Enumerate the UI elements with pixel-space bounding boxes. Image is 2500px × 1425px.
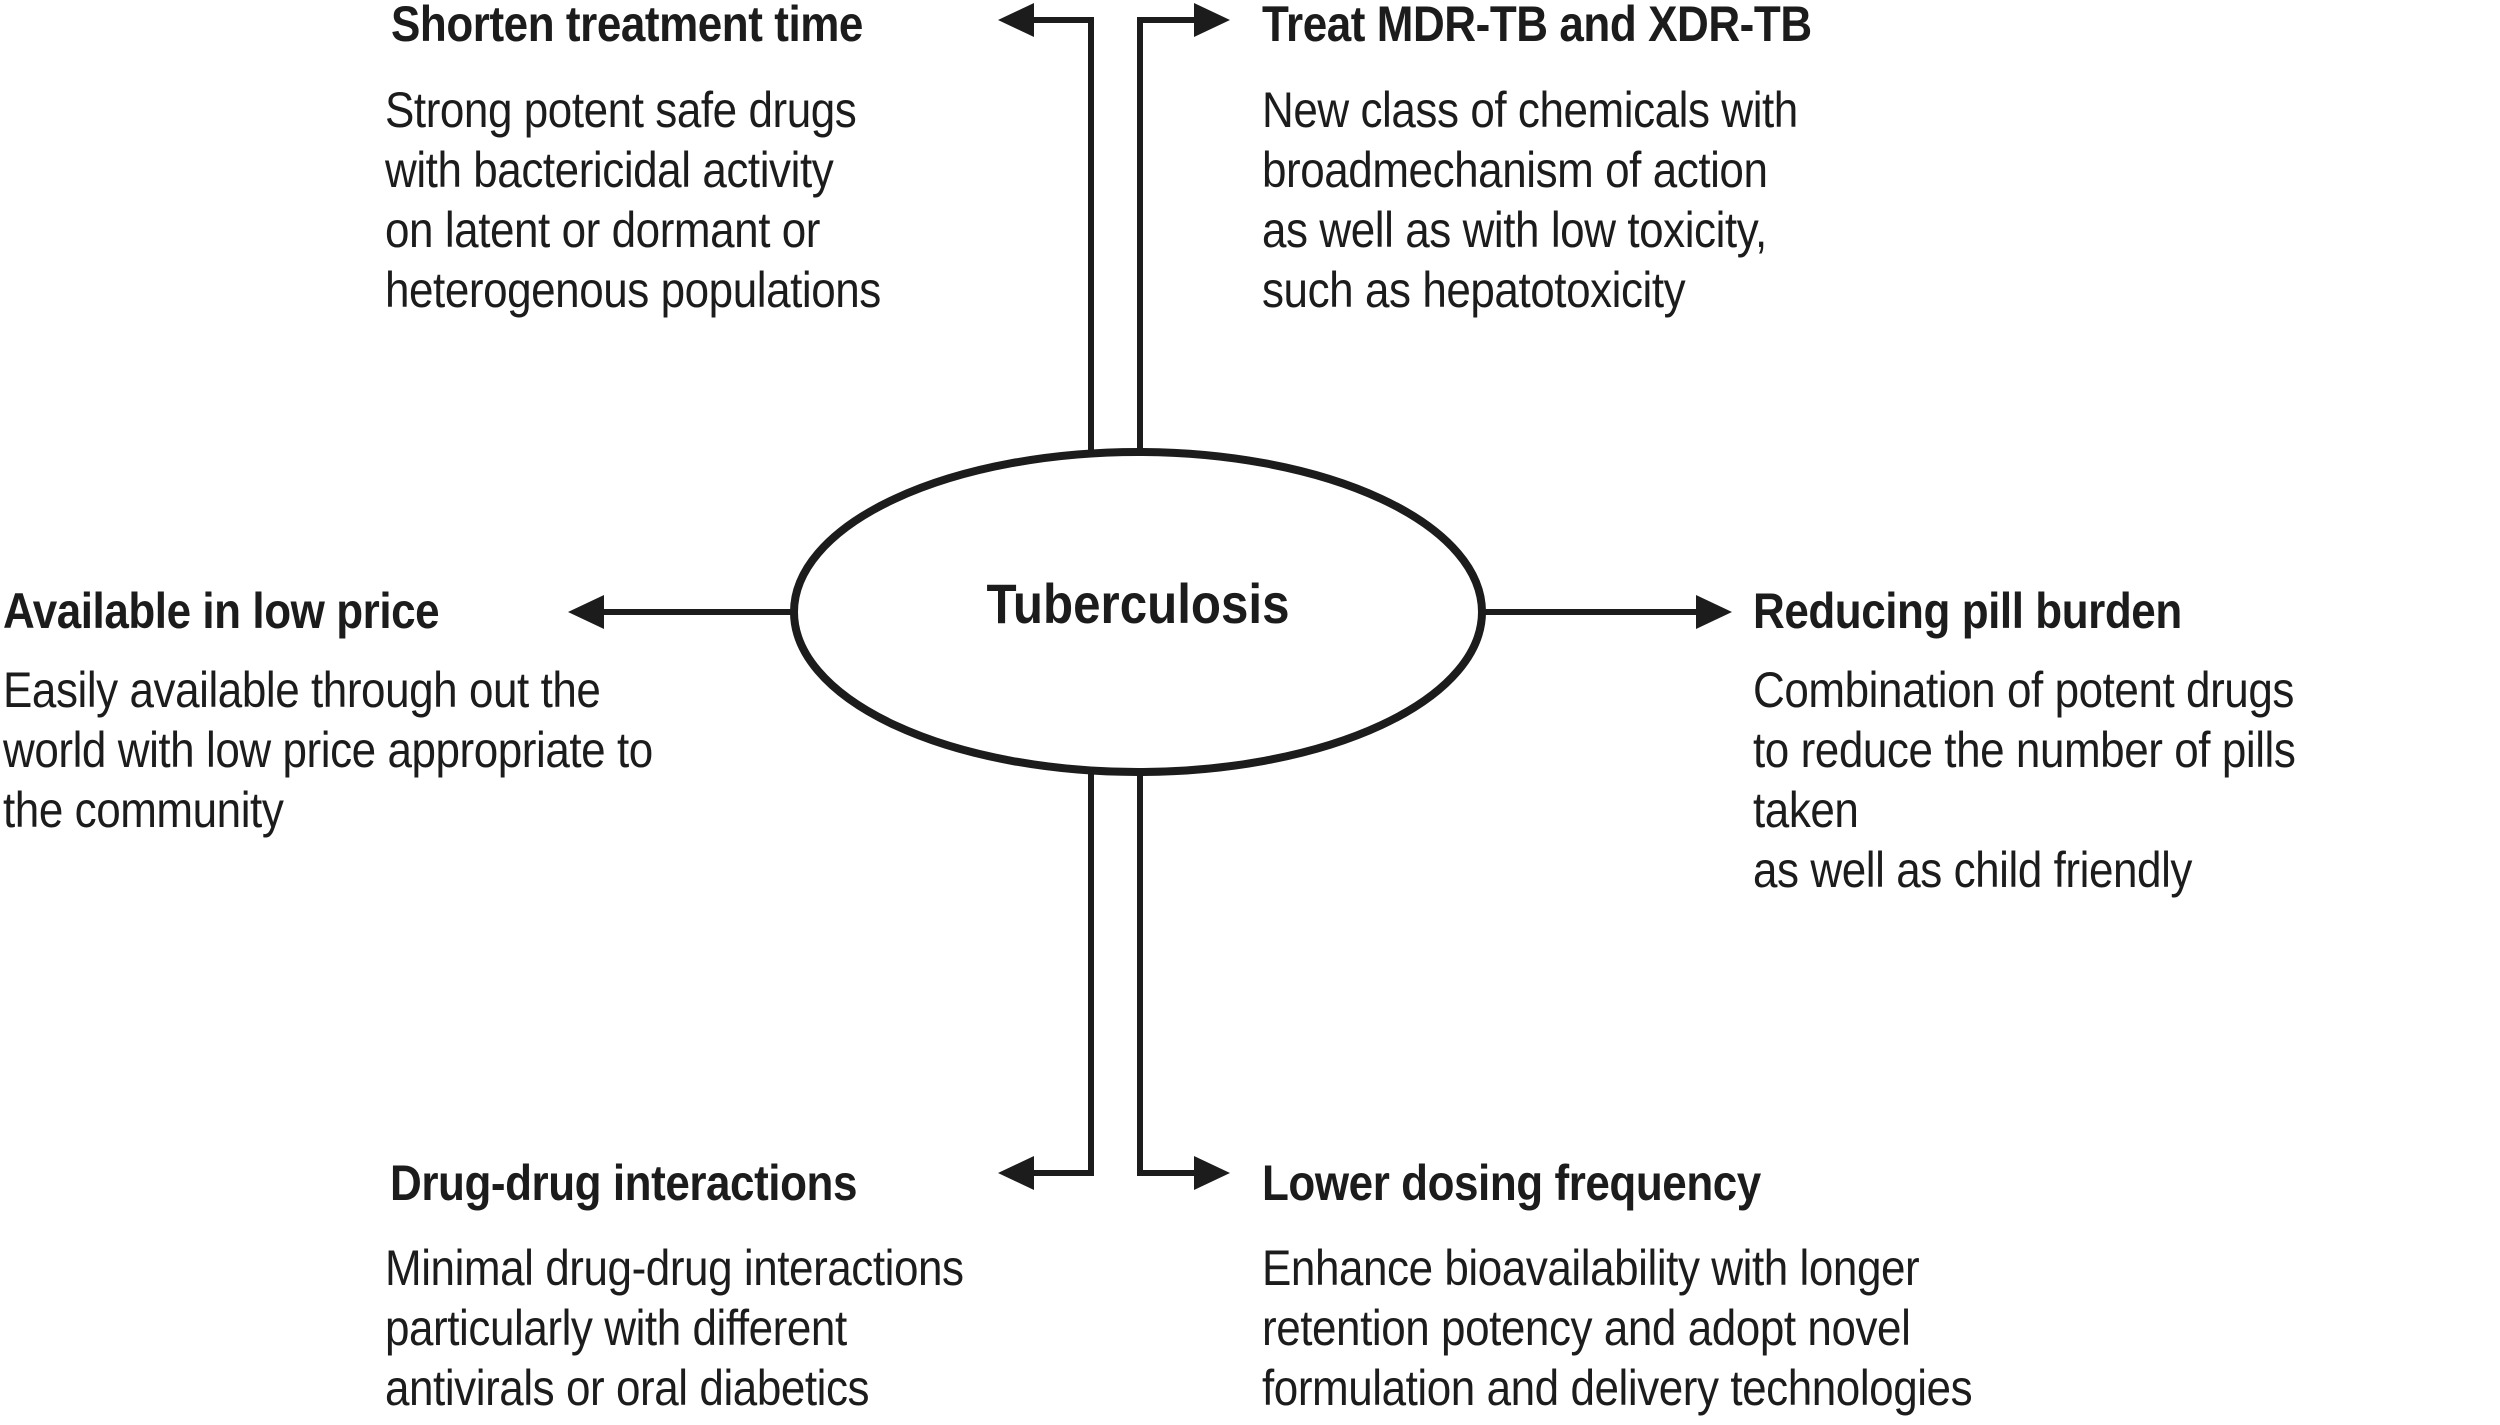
node-title-reducing-pill-burden: Reducing pill burden: [1753, 583, 2182, 639]
node-title-drug-drug-interactions: Drug-drug interactions: [390, 1155, 858, 1211]
node-description-shorten-treatment-time: Strong potent safe drugs with bactericid…: [385, 82, 881, 318]
connector-bottom-left: [1034, 770, 1094, 1176]
center-node-label: Tuberculosis: [986, 572, 1290, 635]
arrowhead-middle-left-icon: [568, 595, 604, 629]
node-description-drug-drug-interactions: Minimal drug-drug interactions particula…: [385, 1240, 964, 1416]
arrowhead-bottom-right-icon: [1194, 1156, 1230, 1190]
arrowhead-top-right-icon: [1194, 3, 1230, 37]
arrowhead-middle-right-icon: [1696, 595, 1732, 629]
node-description-reducing-pill-burden: Combination of potent drugs to reduce th…: [1753, 662, 2296, 898]
arrowhead-bottom-left-icon: [998, 1156, 1034, 1190]
connector-top-left: [1034, 17, 1094, 455]
node-title-shorten-treatment-time: Shorten treatment time: [391, 0, 863, 52]
node-description-treat-mdr-xdr-tb: New class of chemicals with broadmechani…: [1262, 82, 1798, 318]
node-description-lower-dosing-frequency: Enhance bioavailability with longer rete…: [1262, 1240, 1973, 1416]
node-title-available-in-low-price: Available in low price: [3, 583, 440, 639]
connector-top-right: [1137, 17, 1194, 454]
arrowhead-top-left-icon: [998, 3, 1034, 37]
node-description-available-in-low-price: Easily available through out the world w…: [3, 662, 653, 838]
node-title-treat-mdr-xdr-tb: Treat MDR-TB and XDR-TB: [1262, 0, 1812, 52]
connector-bottom-right: [1137, 770, 1194, 1176]
node-title-lower-dosing-frequency: Lower dosing frequency: [1262, 1155, 1761, 1211]
